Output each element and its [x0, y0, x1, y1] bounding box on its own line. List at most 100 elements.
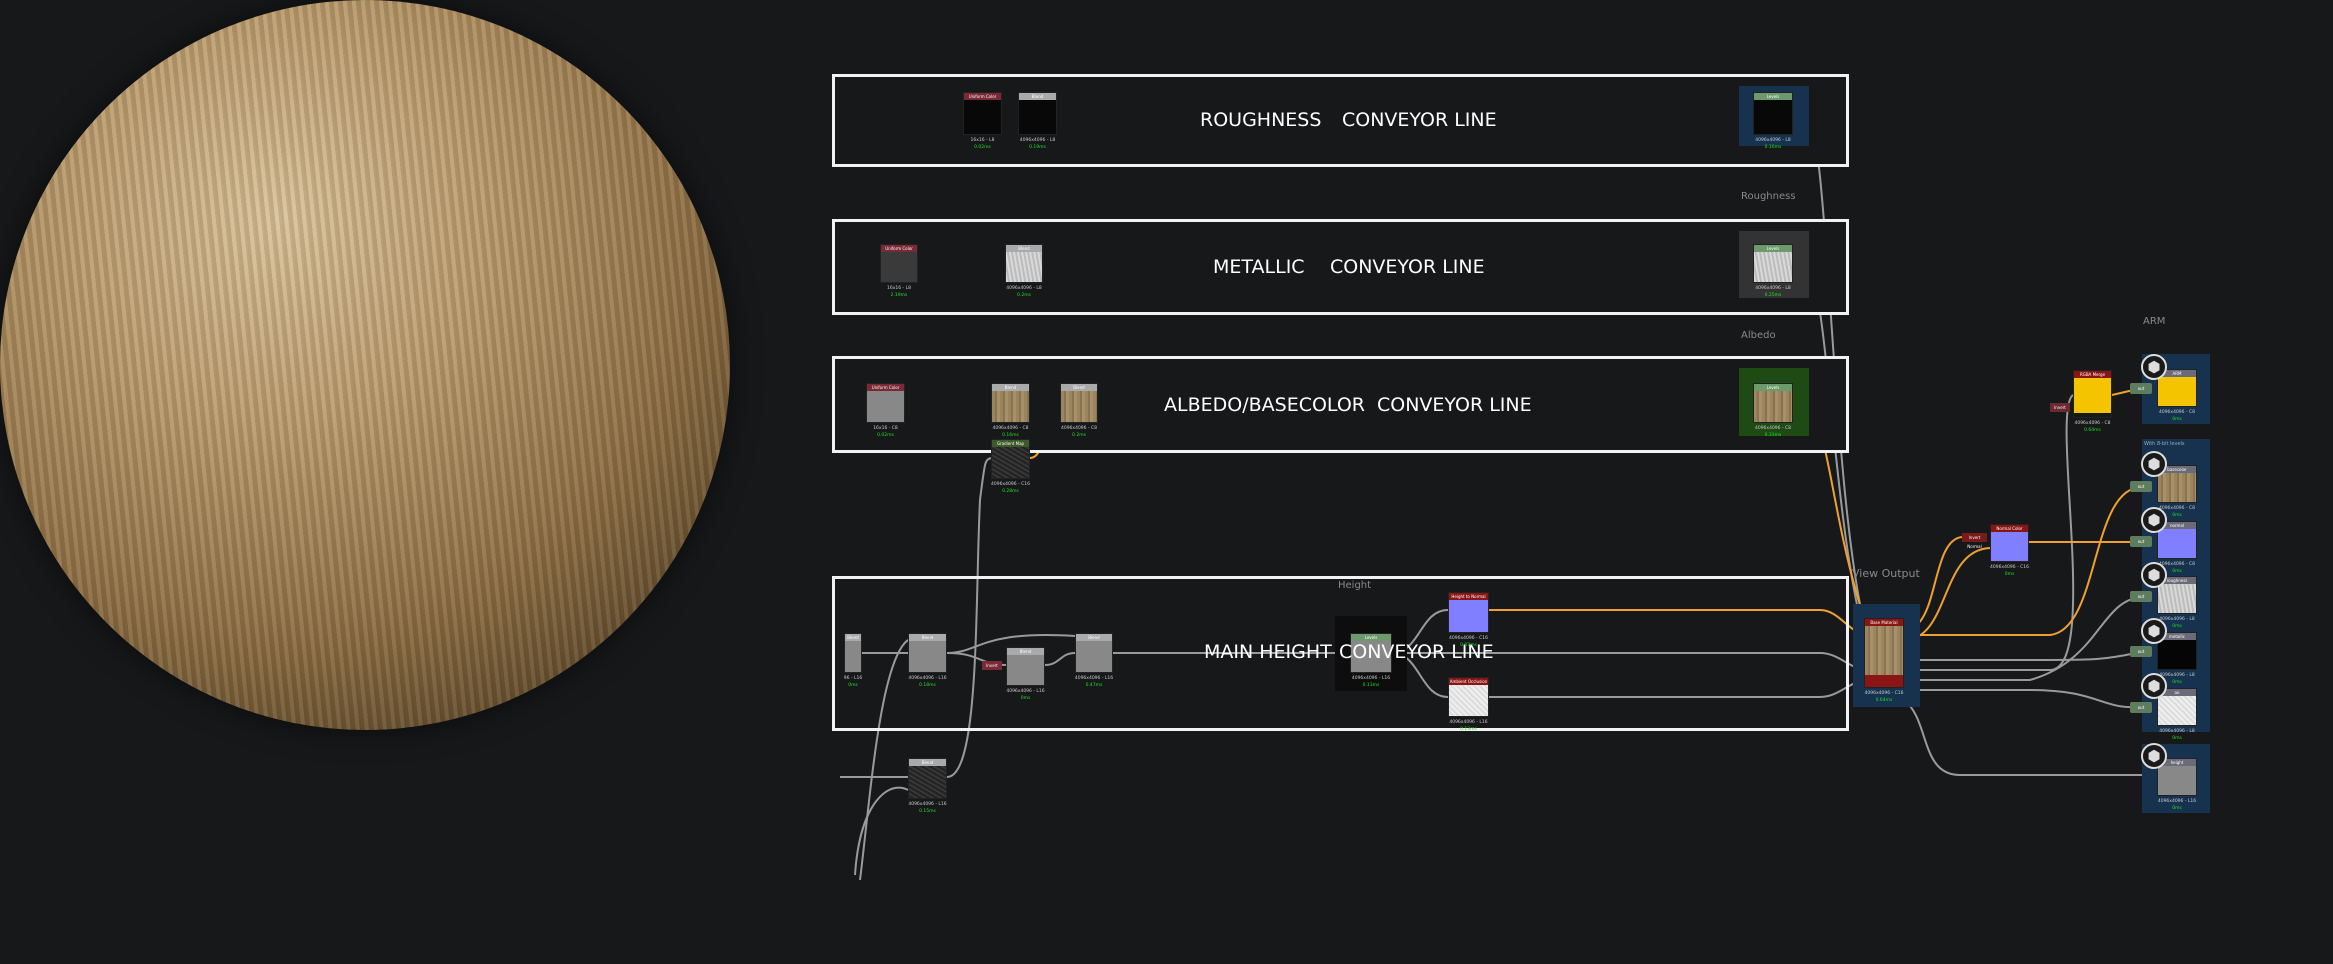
node-time: 0.19ms: [1029, 145, 1046, 150]
node-time: 0.64ms: [2084, 428, 2101, 433]
node-time: 0.02ms: [974, 145, 991, 150]
height-frame-label: Height: [1338, 580, 1372, 591]
cube-output-icon: ⬢: [2141, 673, 2167, 699]
node-time: 0ms: [1020, 696, 1031, 701]
node-time: 0.13ms: [1460, 727, 1477, 732]
height-frame[interactable]: [832, 576, 1849, 731]
node-time: 0.13ms: [1362, 683, 1380, 688]
node-size: 4096x4096 - C8: [2074, 421, 2111, 426]
output-connector[interactable]: out: [2130, 481, 2152, 492]
node-time: 0.2ms: [1017, 293, 1031, 298]
node-size: 4096x4096 - L8: [1019, 138, 1056, 143]
node-title: Levels: [1754, 245, 1792, 252]
node-time: 0ms: [2172, 624, 2182, 629]
height-frame-title: MAIN HEIGHT: [1204, 641, 1332, 663]
node-size: 4096x4096 - L8: [1755, 286, 1791, 291]
node-title: ao: [2158, 689, 2196, 696]
node-blend[interactable]: Blend 4096x4096 - L8 0.19ms: [1018, 92, 1057, 150]
node-time: 0.28ms: [1002, 489, 1019, 494]
node-size: 4096x4096 - C16: [991, 482, 1030, 487]
node-time: 0.16ms: [1764, 145, 1782, 150]
node-size: 4096x4096 - C16: [1864, 691, 1904, 696]
node-title: Blend: [992, 384, 1029, 391]
view-output-label: View Output: [1852, 567, 1920, 580]
node-time: 0.15ms: [919, 809, 936, 814]
output-connector[interactable]: out: [2130, 591, 2152, 602]
node-size: 4096x4096 - C8: [992, 426, 1029, 431]
node-size: 4096x4096 - C16: [1990, 565, 2029, 570]
node-title: Blend: [909, 634, 946, 641]
node-rgba-merge[interactable]: RGBA Merge 4096x4096 - C8 0.64ms: [2073, 370, 2112, 433]
node-title: Uniform Color: [881, 245, 917, 252]
roughness-frame-subtitle: CONVEYOR LINE: [1342, 109, 1497, 131]
node-levels-metallic[interactable]: Levels 4096x4096 - L8 0.25ms: [1753, 244, 1793, 298]
node-title: Blend: [1019, 93, 1056, 100]
node-title: Uniform Color: [964, 93, 1001, 100]
invert-node[interactable]: Invert: [982, 661, 1002, 670]
cube-output-icon: ⬢: [2141, 743, 2167, 769]
output-connector[interactable]: out: [2130, 536, 2152, 547]
node-size: 4096x4096 - L16: [908, 802, 947, 807]
metallic-frame[interactable]: [832, 219, 1849, 315]
node-title: RGBA Merge: [2074, 371, 2111, 378]
node-title: Blend: [1076, 634, 1112, 641]
node-height-to-normal[interactable]: Height to Normal World4096x4096 - C160.0…: [1448, 592, 1489, 648]
node-time: 0ms: [2172, 680, 2182, 685]
output-connector[interactable]: out: [2130, 646, 2152, 657]
invert-normal-node[interactable]: Invert Normal: [1962, 533, 1987, 549]
output-connector[interactable]: out: [2130, 702, 2152, 713]
node-title: ARM: [2158, 370, 2196, 377]
node-size: 4096x4096 - L8: [2159, 729, 2195, 734]
node-title: Ambient Occlusion (HBAO): [1449, 678, 1488, 685]
cube-output-icon: ⬢: [2141, 451, 2167, 477]
output-connector[interactable]: out: [2130, 383, 2152, 394]
node-title: Normal Color: [1991, 525, 2028, 532]
node-size: 16x16 - C8: [873, 426, 898, 431]
node-time: 0ms: [2172, 569, 2182, 574]
node-time: 0.2ms: [1072, 433, 1086, 438]
node-time: 0.18ms: [919, 683, 936, 688]
node-size: 4096x4096 - C8: [1060, 426, 1098, 431]
cube-output-icon: ⬢: [2141, 507, 2167, 533]
node-time: 0ms: [2172, 417, 2182, 422]
node-title: Base Material: [1865, 619, 1903, 626]
node-size: 4096x4096 - C16: [1449, 636, 1488, 641]
invert-node[interactable]: Invert: [2050, 403, 2070, 412]
node-time: 0.02ms: [877, 433, 894, 438]
node-size: 4096x4096 - C8: [2158, 562, 2196, 567]
node-uniform-color[interactable]: Uniform Color 16x16 - C8 0.02ms: [866, 383, 905, 438]
node-time: 2.19ms: [890, 293, 908, 298]
node-title: Levels: [1351, 634, 1391, 641]
node-size: 4096x4096 - L16: [1351, 676, 1391, 681]
node-size: 4096x4096 - C8: [2158, 506, 2196, 511]
node-ambient-occlusion[interactable]: Ambient Occlusion (HBAO)4096x4096 - L160…: [1448, 677, 1489, 732]
node-time: 0.25ms: [1764, 293, 1782, 298]
metallic-frame-title: METALLIC: [1213, 256, 1305, 278]
cube-output-icon: ⬢: [2141, 354, 2167, 380]
node-levels-height[interactable]: Levels 4096x4096 - L16 0.13ms: [1350, 633, 1392, 688]
material-preview-sphere[interactable]: [0, 0, 730, 730]
node-title: Uniform Color: [867, 384, 904, 391]
